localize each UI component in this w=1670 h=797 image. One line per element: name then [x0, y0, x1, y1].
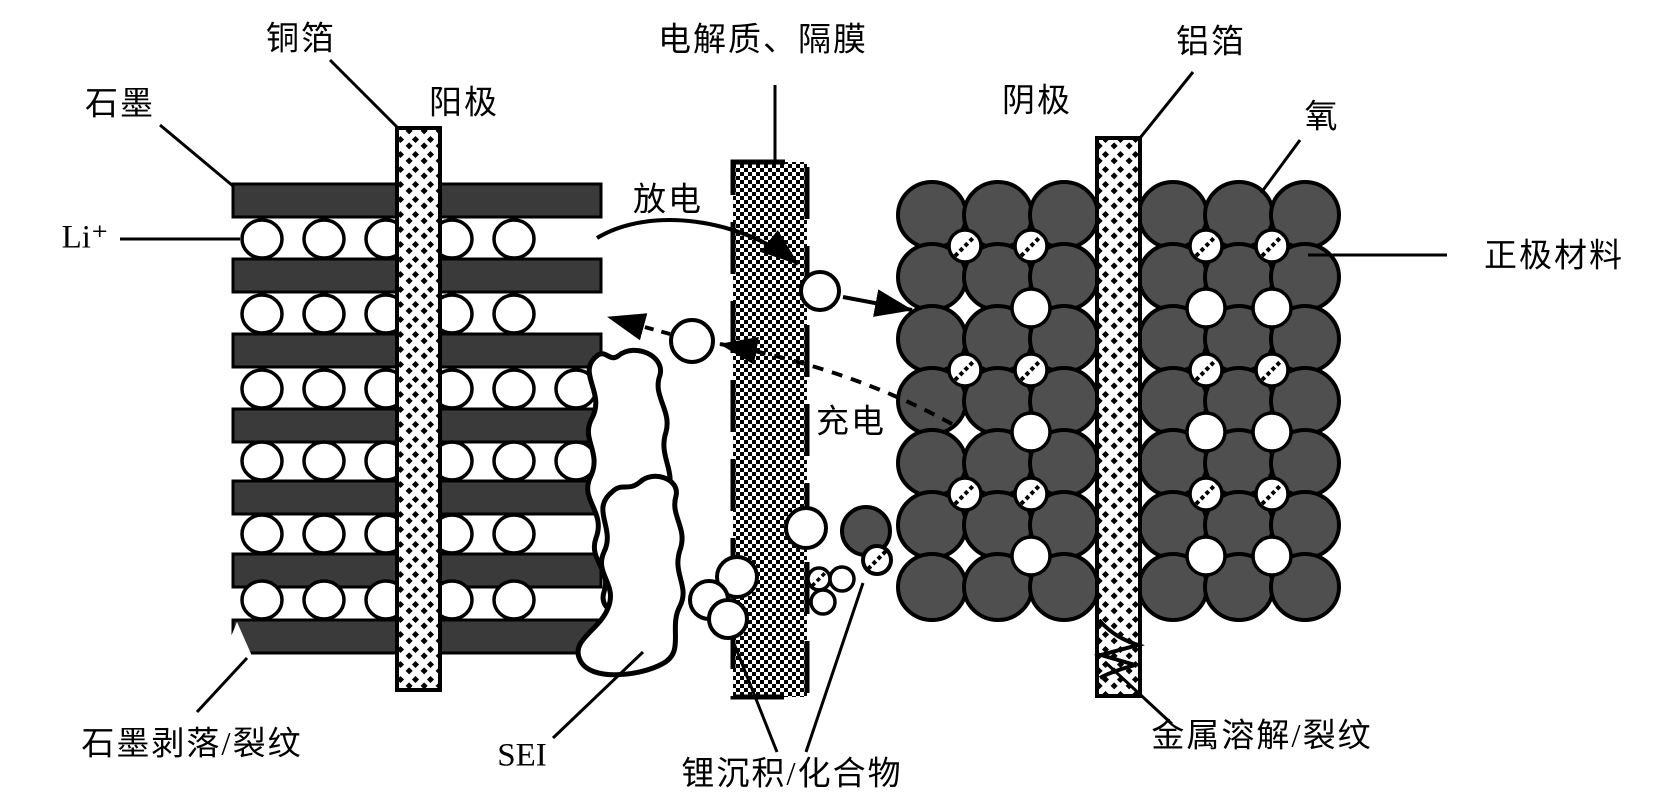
- aluminum-foil-leader: [1138, 71, 1195, 139]
- aluminum-foil: [1095, 136, 1142, 698]
- cathode-li-sites: [947, 228, 1293, 577]
- oxygen-circle: [1269, 552, 1341, 622]
- li-ion-circle: [302, 293, 346, 335]
- li-ion-circle: [240, 440, 284, 482]
- graphite-crack-notch: [223, 622, 252, 656]
- li-vacancy-site: [1185, 287, 1227, 329]
- li-ion-circle: [492, 293, 536, 335]
- label-metal-dissolution: 金属溶解/裂纹: [1151, 718, 1373, 755]
- label-oxygen: 氧: [1304, 99, 1340, 136]
- li-ion-circle: [492, 368, 536, 410]
- label-anode: 阳极: [429, 85, 499, 122]
- charge-arrow-into-anode: [607, 313, 671, 341]
- label-aluminum-foil: 铝箔: [1176, 24, 1246, 61]
- li-ion-circle: [240, 293, 284, 335]
- label-charge: 充电: [816, 404, 886, 441]
- hatch-stripe: [1260, 358, 1284, 382]
- hatch-stripe: [1260, 482, 1284, 506]
- hatch-stripe: [1019, 358, 1043, 382]
- hatch-stripe: [953, 482, 977, 506]
- oxygen-leader: [1259, 139, 1302, 194]
- li-deposition-leader-right: [804, 582, 865, 753]
- metal-dissolution-leader: [1103, 660, 1174, 726]
- li-ion-circle: [302, 513, 346, 555]
- label-discharge: 放电: [633, 182, 703, 219]
- hatch-stripe: [1019, 482, 1043, 506]
- discharge-arrow-into-cathode: [842, 289, 913, 317]
- sei-leader: [551, 650, 645, 740]
- migrating-li-ion-charge: [669, 318, 715, 364]
- label-sei: SEI: [497, 737, 547, 774]
- li-ion-circle: [302, 368, 346, 410]
- label-graphite: 石墨: [85, 86, 155, 123]
- leader-lines: [120, 58, 1447, 753]
- li-vacancy-site: [1010, 287, 1052, 329]
- li-ion-circle: [302, 218, 346, 260]
- li-vacancy-site: [1251, 287, 1293, 329]
- li-deposition-leader-left: [731, 640, 779, 753]
- discharge-arrow: [595, 218, 800, 266]
- oxygen-circle: [896, 552, 968, 622]
- li-ion-circle: [492, 579, 536, 621]
- copper-foil-leader: [328, 58, 400, 130]
- hatch-stripe: [1194, 482, 1218, 506]
- li-ion-circle: [492, 218, 536, 260]
- sei-layer-blob: [575, 347, 686, 678]
- li-ion-circle: [240, 579, 284, 621]
- label-cathode: 阴极: [1002, 83, 1072, 120]
- li-vacancy-site: [1185, 411, 1227, 453]
- li-ion-circle: [492, 513, 536, 555]
- li-ion-circle: [492, 440, 536, 482]
- hatch-stripe: [953, 234, 977, 258]
- li-vacancy-site: [1251, 411, 1293, 453]
- cathode-oxygen-lattice: [896, 180, 1341, 622]
- label-graphite-exfoliation: 石墨剥落/裂纹: [81, 726, 303, 763]
- charge-arrow: [719, 336, 953, 426]
- li-compound-cluster: [806, 505, 893, 616]
- label-li-ion: Li⁺: [61, 219, 109, 256]
- li-ion-circle: [240, 513, 284, 555]
- li-vacancy-site: [1010, 535, 1052, 577]
- hatch-stripe: [1260, 234, 1284, 258]
- migrating-li-ion-discharge: [799, 270, 841, 312]
- graphite-exfoliation-leader: [195, 656, 249, 714]
- hatch-stripe: [1019, 234, 1043, 258]
- hatch-stripe: [953, 358, 977, 382]
- label-copper-foil: 铜箔: [266, 21, 336, 58]
- li-vacancy-site: [1010, 411, 1052, 453]
- li-vacancy-site: [1185, 535, 1227, 577]
- label-cathode-material: 正极材料: [1484, 238, 1624, 275]
- hatch-stripe: [1194, 358, 1218, 382]
- li-ion-circle: [240, 218, 284, 260]
- hatch-stripe: [1194, 234, 1218, 258]
- li-ion-circle: [302, 440, 346, 482]
- graphite-leader: [159, 123, 234, 188]
- copper-foil: [395, 126, 442, 692]
- li-ion-circle: [240, 368, 284, 410]
- li-vacancy-site: [1251, 535, 1293, 577]
- label-li-deposition: 锂沉积/化合物: [681, 756, 903, 793]
- label-electrolyte-separator: 电解质、隔膜: [658, 22, 868, 59]
- li-deposit-cluster: [688, 506, 828, 640]
- foil-crack-zigzag: [1093, 618, 1145, 680]
- li-ion-circle: [302, 579, 346, 621]
